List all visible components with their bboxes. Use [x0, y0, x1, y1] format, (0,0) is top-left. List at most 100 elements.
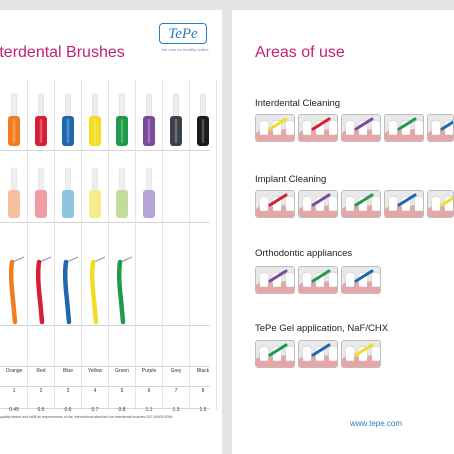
soft-brush-bristles: [11, 167, 17, 191]
brush-in-use: [311, 117, 331, 131]
soft-brush-handle: [143, 190, 155, 218]
size-number-label: 6: [147, 388, 151, 394]
row-divider: [0, 222, 210, 223]
brush-grid: [8, 93, 209, 325]
row-divider: [0, 150, 210, 151]
tooth-shape: [370, 195, 380, 212]
tooth-shape: [258, 271, 270, 288]
size-number-label: 5: [120, 388, 124, 394]
usage-illustration-tile: [298, 190, 338, 218]
tooth-shape: [370, 271, 380, 288]
column-divider: [216, 80, 217, 410]
usage-illustration-tile: [298, 114, 338, 142]
angle-brush-handle: [62, 259, 72, 325]
tooth-shape: [301, 195, 313, 212]
brush-bristles: [200, 93, 206, 117]
tooth-illustration: [428, 115, 453, 141]
column-divider: [135, 80, 136, 410]
areas-panel: Areas of use Interdental Cleaning Implan…: [232, 10, 454, 454]
color-name-label: Grey: [170, 368, 182, 374]
tooth-illustration: [256, 191, 294, 217]
tooth-illustration: [385, 115, 423, 141]
tooth-illustration: [342, 191, 380, 217]
tooth-shape: [327, 345, 337, 362]
brush-in-use: [311, 193, 331, 207]
diameter-label: 0.7: [91, 407, 99, 413]
areas-title: Areas of use: [255, 44, 345, 61]
tooth-illustration: [342, 267, 380, 293]
usage-illustration-tile: [255, 114, 295, 142]
angle-brush-handle: [35, 259, 45, 325]
logo-brand: TePe: [159, 23, 207, 44]
usage-illustration-tile: [384, 114, 424, 142]
brush-in-use: [354, 193, 374, 207]
brush-in-use: [311, 269, 331, 283]
brush-in-use: [268, 193, 288, 207]
soft-brush-handle: [35, 190, 47, 218]
diameter-label: 0.45: [9, 407, 19, 413]
brush-handle: [62, 116, 74, 146]
usage-illustration-tile: [341, 190, 381, 218]
soft-brush-bristles: [92, 167, 98, 191]
brush-highlight: [120, 119, 124, 143]
tooth-illustration: [342, 115, 380, 141]
diameter-label: 0.8: [118, 407, 126, 413]
tooth-shape: [327, 271, 337, 288]
brush-in-use: [440, 196, 453, 207]
angle-brush-head: [39, 256, 52, 263]
brush-highlight: [66, 119, 70, 143]
usage-illustration-tile: [341, 266, 381, 294]
section-heading-implant: Implant Cleaning: [255, 174, 327, 185]
brush-bristles: [38, 93, 44, 117]
brush-in-use: [268, 269, 288, 283]
brush-handle: [89, 116, 101, 146]
brush-bristles: [146, 93, 152, 117]
usage-illustration-tile: [255, 340, 295, 368]
brush-handle: [116, 116, 128, 146]
column-divider: [162, 80, 163, 410]
usage-illustration-tile: [427, 190, 454, 218]
soft-brush-handle: [89, 190, 101, 218]
angle-brush-handle: [89, 259, 99, 325]
brush-in-use: [311, 343, 331, 357]
tooth-shape: [387, 195, 399, 212]
usage-illustration-tile: [298, 266, 338, 294]
section-heading-gel: TePe Gel application, NaF/CHX: [255, 323, 389, 334]
tooth-illustration: [342, 341, 380, 367]
brush-bristles: [11, 93, 17, 117]
diameter-label: 1.3: [172, 407, 180, 413]
color-name-label: Purple: [141, 368, 157, 374]
row-divider: [0, 366, 210, 367]
diameter-label: 1.1: [145, 407, 153, 413]
column-divider: [54, 80, 55, 410]
brush-handle: [35, 116, 47, 146]
usage-illustration-tile: [255, 266, 295, 294]
tooth-shape: [258, 195, 270, 212]
tooth-shape: [344, 271, 356, 288]
color-name-label: Green: [115, 368, 129, 374]
brush-in-use: [354, 117, 374, 131]
brush-highlight: [201, 119, 205, 143]
brush-in-use: [268, 343, 288, 357]
color-name-label: Yellow: [87, 368, 103, 374]
section-heading-interdental: Interdental Cleaning: [255, 98, 341, 109]
tooth-shape: [258, 345, 270, 362]
diameter-label: 0.6: [64, 407, 72, 413]
row-divider: [0, 325, 210, 326]
color-name-label: Black: [196, 368, 210, 374]
brush-highlight: [147, 119, 151, 143]
brush-in-use: [440, 120, 453, 131]
soft-brush-handle: [116, 190, 128, 218]
row-divider: [0, 408, 210, 409]
tooth-shape: [327, 119, 337, 136]
soft-brush-handle: [8, 190, 20, 218]
size-number-label: 2: [39, 388, 43, 394]
angle-brush-handle: [8, 259, 18, 325]
brush-bristles: [65, 93, 71, 117]
website-url[interactable]: www.tepe.com: [350, 419, 403, 428]
tooth-shape: [301, 119, 313, 136]
soft-brush-bristles: [38, 167, 44, 191]
size-number-label: 7: [174, 388, 178, 394]
brush-handle: [8, 116, 20, 146]
tooth-shape: [301, 271, 313, 288]
